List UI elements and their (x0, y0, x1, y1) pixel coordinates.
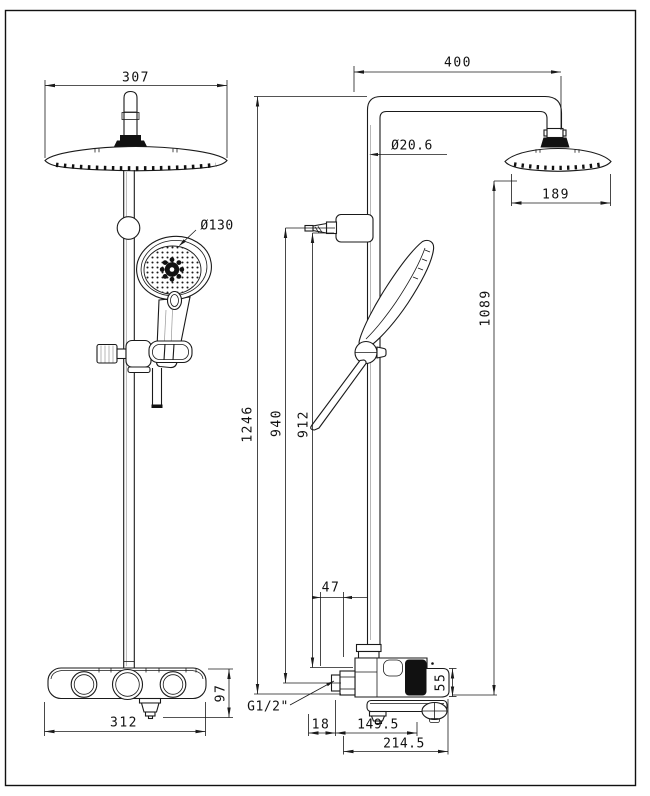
dim-front-valve-width: 312 (110, 715, 138, 731)
rail-clamp (125, 339, 152, 368)
dim-side-head-width: 189 (542, 187, 570, 203)
front-view (44, 90, 228, 720)
dim-side-valve-height: 55 (433, 672, 449, 692)
dim-front-valve-height: 97 (213, 683, 229, 703)
rain-head-side (504, 147, 612, 172)
dim-head-drop-height: 1089 (478, 289, 494, 327)
dim-overall-height: 1246 (240, 405, 256, 443)
dim-bracket-height: 940 (269, 409, 285, 437)
holder-arm (148, 340, 193, 364)
drawing-border (4, 9, 637, 787)
dim-outlet-depth: 149.5 (357, 717, 399, 733)
dim-inlet-thread: G1/2" (247, 699, 289, 715)
holder-knob (96, 343, 118, 364)
dim-hand-shower-diameter: Ø130 (200, 218, 234, 234)
dim-pipe-diameter: Ø20.6 (391, 138, 433, 154)
dimension-lines (44, 66, 611, 755)
valve-grip-insert (405, 659, 427, 696)
dim-inlet-offset: 18 (311, 717, 331, 733)
valve-knob-center (111, 668, 144, 701)
spray-flower (159, 257, 185, 282)
valve-knob-right (159, 671, 187, 698)
dim-overall-depth: 214.5 (383, 736, 425, 752)
dim-hose-height: 912 (296, 410, 312, 438)
wall-bracket (335, 213, 374, 243)
slider-knob (116, 216, 141, 240)
dim-valve-top-offset: 47 (321, 580, 341, 596)
valve-knob-left (70, 671, 98, 698)
dim-arm-reach: 400 (444, 55, 472, 71)
hand-shower-handle-side (310, 359, 367, 431)
dim-front-head-width: 307 (122, 70, 150, 86)
